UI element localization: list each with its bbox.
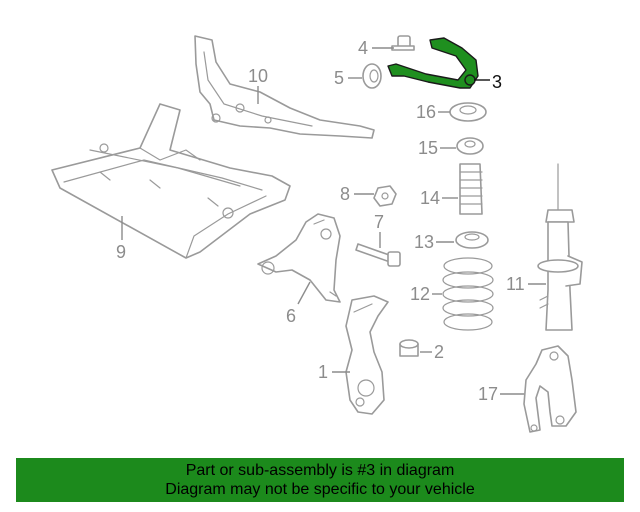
callout-1: 1 <box>318 362 350 382</box>
callout-4: 4 <box>358 38 394 58</box>
part-1-steering-knuckle[interactable] <box>345 295 389 415</box>
callout-6: 6 <box>286 281 311 326</box>
banner-line-part-number: Part or sub-assembly is #3 in diagram <box>185 462 455 479</box>
callout-14: 14 <box>420 188 458 208</box>
svg-text:4: 4 <box>358 38 368 58</box>
part-6-lower-link[interactable] <box>257 213 341 303</box>
callout-11: 11 <box>506 274 546 294</box>
callout-13: 13 <box>414 232 454 252</box>
svg-text:12: 12 <box>410 284 430 304</box>
svg-text:1: 1 <box>318 362 328 382</box>
callout-5: 5 <box>334 68 362 88</box>
callout-2: 2 <box>420 342 444 362</box>
part-10-lower-arm[interactable] <box>194 35 375 139</box>
callout-9: 9 <box>116 216 126 262</box>
svg-text:8: 8 <box>340 184 350 204</box>
svg-text:6: 6 <box>286 306 296 326</box>
part-5-bushing[interactable] <box>362 63 382 89</box>
svg-text:9: 9 <box>116 242 126 262</box>
info-banner: Part or sub-assembly is #3 in diagram Di… <box>16 458 624 502</box>
svg-text:15: 15 <box>418 138 438 158</box>
part-11-strut[interactable] <box>537 163 583 331</box>
part-12-coil-spring[interactable] <box>442 257 494 331</box>
callout-8: 8 <box>340 184 374 204</box>
part-16-strut-mount[interactable] <box>449 102 487 122</box>
callout-7: 7 <box>374 212 384 248</box>
svg-text:10: 10 <box>248 66 268 86</box>
svg-text:16: 16 <box>416 102 436 122</box>
part-4-bolt[interactable] <box>391 35 415 51</box>
part-13-spring-seat[interactable] <box>455 231 489 249</box>
part-15-bearing[interactable] <box>456 137 484 155</box>
svg-text:13: 13 <box>414 232 434 252</box>
suspension-parts-diagram: 1 2 3 4 5 6 7 8 <box>51 35 583 433</box>
part-3-upper-control-arm[interactable] <box>387 37 479 89</box>
callout-15: 15 <box>418 138 456 158</box>
svg-text:11: 11 <box>506 274 525 294</box>
svg-text:7: 7 <box>374 212 384 232</box>
callouts: 1 2 3 4 5 6 7 8 <box>116 38 546 404</box>
callout-12: 12 <box>410 284 442 304</box>
part-8-nut[interactable] <box>373 185 397 207</box>
part-14-dust-boot[interactable] <box>459 163 483 215</box>
part-17-bracket[interactable] <box>523 345 577 433</box>
svg-text:5: 5 <box>334 68 344 88</box>
part-9-subframe[interactable] <box>51 103 291 259</box>
svg-text:14: 14 <box>420 188 440 208</box>
svg-text:2: 2 <box>434 342 444 362</box>
svg-text:3: 3 <box>492 72 502 92</box>
callout-10: 10 <box>248 66 268 104</box>
callout-16: 16 <box>416 102 450 122</box>
callout-3: 3 <box>474 72 502 92</box>
callout-17: 17 <box>478 384 524 404</box>
part-2-bushing[interactable] <box>399 339 419 357</box>
svg-text:17: 17 <box>478 384 498 404</box>
banner-line-disclaimer: Diagram may not be specific to your vehi… <box>165 481 475 498</box>
part-7-bolt[interactable] <box>355 243 401 267</box>
